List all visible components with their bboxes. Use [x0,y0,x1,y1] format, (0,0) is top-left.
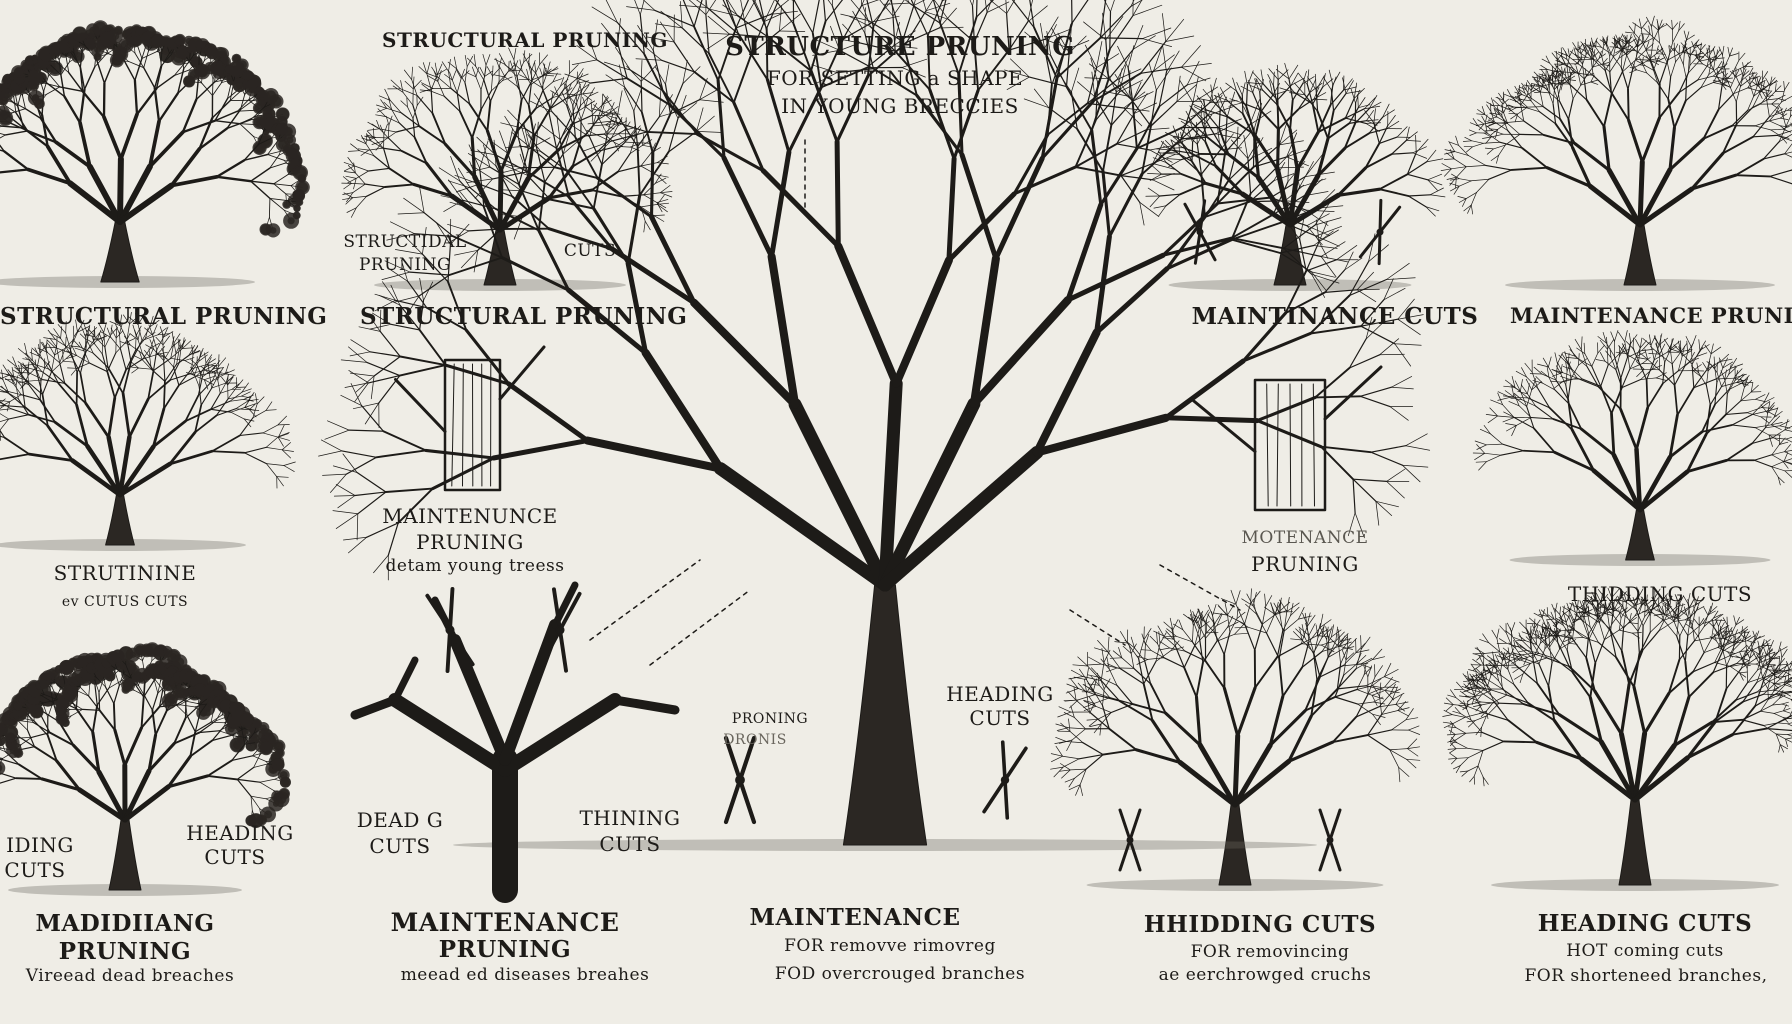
bottom4-sub-2: ae eerchrowged cruchs [1158,965,1372,985]
leader-line [1069,609,1126,646]
row2-mid-title-1: MAINTENUNCE [382,504,558,528]
row3-left-a: IDING [6,833,74,857]
tree-mid-left [0,311,296,551]
leader-line [649,589,751,666]
row2-far-right: THIDDING CUTS [1567,582,1753,606]
tree-center-large [318,0,1431,851]
pruning-shears-icon [1358,198,1402,266]
bottom5-sub-1: HOT coming cuts [1566,941,1724,961]
heading-cuts-center-1: HEADING [946,682,1054,706]
tree-top-left [0,20,310,288]
pruning-shears-icon [425,587,475,673]
bottom5-title: HEADING CUTS [1537,910,1753,937]
bottom2-sub: meead ed diseases breahes [400,965,650,985]
tree-top-2 [341,47,673,291]
row2-left-sub: ev CUTUS CUTS [61,594,189,610]
pruning-shears-icon [1318,808,1342,872]
tree2-note-a: STRUCTIDAL [343,232,467,252]
branch-cut-detail-right [1190,365,1383,512]
row2-right-a: MOTENANCE [1241,528,1369,548]
bottom1-sub: Vireead dead breaches [25,966,235,986]
label-row1-center-left: STRUCTURAL PRUNING [360,303,688,330]
row3-center-small-1: PRONING [731,711,809,727]
row2-right-b: PRUNING [1251,552,1359,576]
row3-left-b: CUTS [4,858,66,882]
tree2-note-cuts: CUTS [563,241,617,261]
pruning-shears-icon [1183,199,1217,265]
leader-line [589,559,701,641]
header-subtitle-1: FOR SETTING a SHAPE [766,66,1024,90]
bottom2-title-1: MAINTENANCE [390,908,620,937]
header-title: STRUCTURE PRUNING [725,32,1075,62]
pruning-shears-icon [723,735,757,825]
row3-mid-thin-1: THINING [579,806,681,830]
row3-mid-dead-2: CUTS [369,834,431,858]
tree-top-right-1 [1145,62,1446,291]
branch-cut-detail-left [394,345,546,492]
bottom4-title: HHIDDING CUTS [1143,911,1377,938]
bottom3-title: MAINTENANCE [749,904,961,931]
row3-left-c1: HEADING [186,821,294,845]
header-subtitle-2: IN YOUNG BRECCIES [781,94,1019,118]
bottom4-sub-1: FOR removincing [1190,942,1350,962]
row3-left-c2: CUTS [204,845,266,869]
bottom3-sub-2: FOD overcrouged branches [774,964,1026,984]
tree-bottom-1 [0,642,291,896]
bottom5-sub-2: FOR shorteneed branches, [1524,966,1768,986]
label-top-left: STRUCTURAL PRUNING [0,303,328,330]
leader-line [1159,564,1241,611]
row2-mid-title-2: PRUNING [416,530,524,554]
bottom1-title-1: MADIDIIANG [35,910,215,937]
label-top-right-1: MAINTINANCE CUTS [1191,303,1479,330]
pruning-shears-icon [1118,808,1142,872]
bottom3-sub-1: FOR removve rimovreg [784,936,996,956]
label-top-right-2: MAINTENANCE PRUNING [1510,303,1792,328]
tree-bottom-4 [1050,588,1421,891]
row2-mid-sub: detam young treess [385,556,565,576]
bottom1-title-2: PRUNING [58,938,192,965]
tree-top-right-2 [1440,15,1792,291]
row3-mid-thin-2: CUTS [599,832,661,856]
tree-bottom-2-pruned [350,581,680,903]
bottom2-title-2: PRUNING [438,936,572,963]
row3-mid-dead-1: DEAD G [356,808,444,832]
pruning-shears-icon [982,740,1028,820]
tree-bottom-5 [1442,586,1792,891]
pruning-shears-icon [538,587,582,673]
tree-mid-right [1472,330,1792,566]
row3-center-small-2: DRONIS [723,732,787,748]
label-top-center-small: STRUCTURAL PRUNING [382,28,668,52]
row2-left-title: STRUTININE [53,561,197,585]
tree2-note-b: PRUNING [358,255,452,275]
heading-cuts-center-2: CUTS [969,706,1031,730]
